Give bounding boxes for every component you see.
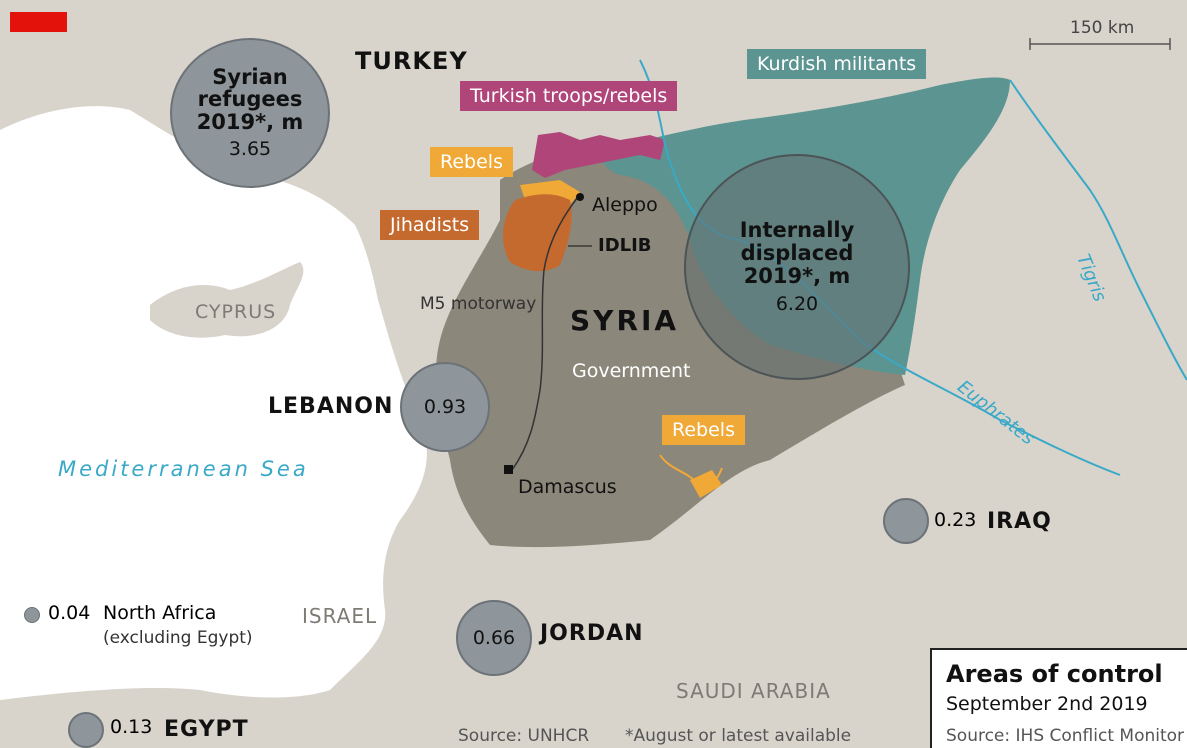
brand-red-bar [10,12,67,32]
displaced-line1: Internally [739,217,855,242]
jordan-bubble: 0.66 [456,600,532,676]
legend-date: September 2nd 2019 [946,693,1148,715]
turkish-badge: Turkish troops/rebels [460,81,678,111]
iraq-bubble [883,498,929,544]
displaced-line2: displaced [740,240,854,265]
scale-label: 150 km [1070,18,1135,38]
rebels-south-badge: Rebels [662,415,745,445]
jordan-value: 0.66 [472,627,516,649]
damascus-label: Damascus [518,476,617,498]
north-africa-label: North Africa [103,602,217,624]
jihadists-badge: Jihadists [380,210,480,240]
lebanon-bubble: 0.93 [400,362,490,452]
legend-source: Source: IHS Conflict Monitor [946,726,1185,746]
country-saudi-arabia: SAUDI ARABIA [676,679,831,703]
displaced-bubble: Internally displaced 2019*, m 6.20 [684,154,910,380]
refugees-line1: Syrian [212,65,288,90]
country-turkey: TURKEY [355,47,468,75]
aleppo-marker [576,193,584,201]
refugees-line3: 2019*, m [196,109,304,134]
mediterranean-sea-area [0,106,427,700]
country-iraq: IRAQ [987,509,1052,534]
idlib-label: IDLIB [598,235,652,256]
egypt-bubble [68,712,104,748]
government-badge: Government [562,356,701,386]
footer-source: Source: UNHCR [458,726,590,746]
country-syria: SYRIA [570,304,680,337]
legend-box: Areas of control September 2nd 2019 Sour… [930,648,1187,748]
legend-title: Areas of control [946,660,1163,688]
aleppo-label: Aleppo [592,194,658,216]
lebanon-value: 0.93 [423,396,467,418]
turkish-area [532,132,665,178]
kurdish-badge: Kurdish militants [747,49,927,79]
scale-bar [1029,38,1171,50]
m5-label: M5 motorway [420,294,537,314]
damascus-marker [504,465,513,474]
rebels-south-route [659,454,723,487]
rebels-south-area [690,470,722,498]
country-lebanon: LEBANON [268,394,394,419]
egypt-value: 0.13 [110,716,153,738]
north-africa-value: 0.04 [48,602,91,624]
m5-motorway [511,196,579,471]
iraq-value: 0.23 [934,509,977,531]
displaced-value: 6.20 [775,293,819,316]
cyprus-island [150,262,304,338]
tigris-river [1009,79,1187,381]
country-israel: ISRAEL [302,604,378,628]
country-jordan: JORDAN [540,621,644,646]
footer-note: *August or latest available [625,726,852,746]
jihadists-area [503,194,572,272]
sea-label: Mediterranean Sea [58,457,309,481]
country-cyprus: CYPRUS [195,301,277,323]
north-africa-sub: (excluding Egypt) [103,628,253,648]
refugees-bubble: Syrian refugees 2019*, m 3.65 [170,38,330,188]
north-africa-bubble [24,607,40,623]
displaced-line3: 2019*, m [743,264,851,289]
refugees-value: 3.65 [228,137,272,160]
refugees-line2: refugees [197,87,303,112]
rebels-north-badge: Rebels [430,147,513,177]
country-egypt: EGYPT [164,717,249,742]
